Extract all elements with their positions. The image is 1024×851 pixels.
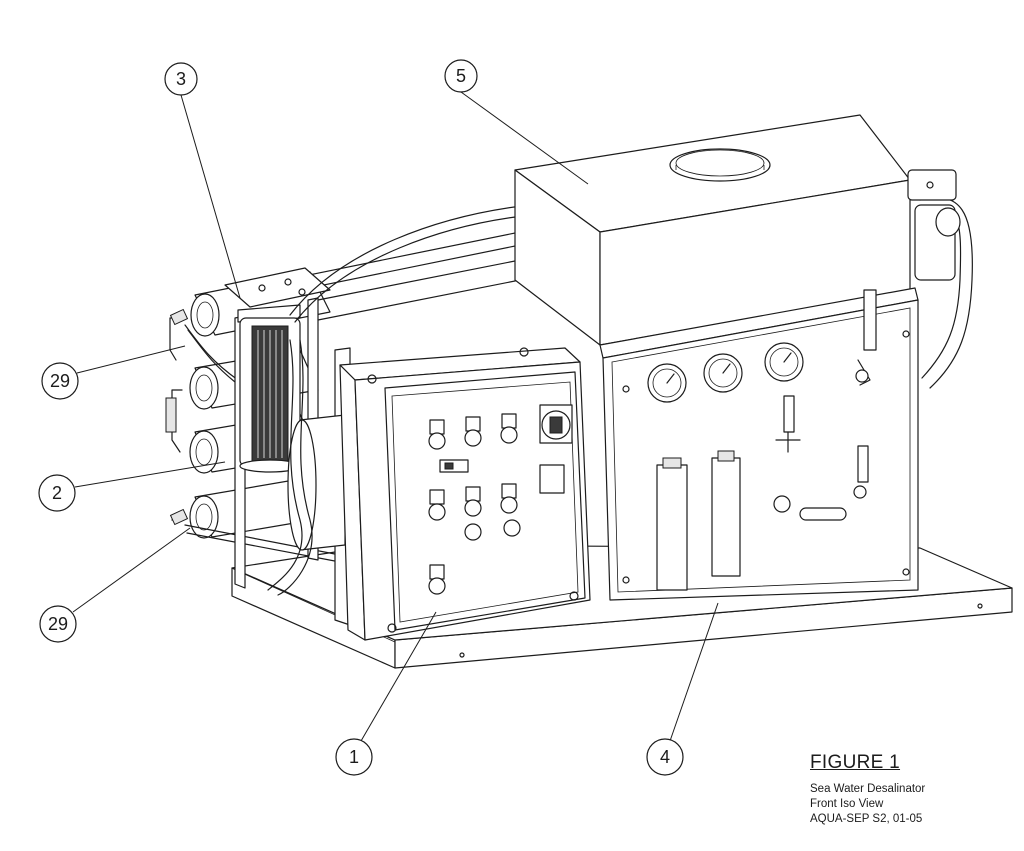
pump-motor	[287, 414, 346, 551]
selector-switch-row-2	[428, 483, 518, 521]
callout-3: 3	[164, 62, 198, 96]
control-enclosure	[339, 347, 591, 641]
pushbuttons	[464, 519, 521, 541]
pressure-gauge-3	[764, 342, 804, 382]
callout-29-upper: 29	[41, 362, 79, 400]
pressure-gauge-1	[647, 363, 687, 403]
indicator-display	[439, 459, 565, 494]
svg-text:29: 29	[48, 614, 68, 634]
callout-4: 4	[646, 738, 684, 776]
valve-handle-2	[853, 445, 869, 499]
flow-meter-2	[711, 450, 741, 577]
svg-text:3: 3	[176, 69, 186, 89]
callout-5: 5	[444, 59, 478, 93]
svg-text:2: 2	[52, 483, 62, 503]
flow-meter-1	[656, 457, 688, 591]
selector-switch-row-3	[428, 564, 446, 595]
svg-text:5: 5	[456, 66, 466, 86]
main-disconnect-switch	[539, 404, 573, 444]
selector-switch-row-1	[428, 413, 518, 450]
caption-line-2: Front Iso View	[810, 798, 884, 810]
callout-1: 1	[335, 738, 373, 776]
pre-filter-housing	[224, 267, 331, 473]
valve-handle-3	[855, 289, 877, 386]
callout-2: 2	[38, 474, 76, 512]
callout-29-lower: 29	[39, 605, 77, 643]
pressure-gauge-2	[703, 353, 743, 393]
svg-text:29: 29	[50, 371, 70, 391]
callout-leaders	[72, 91, 719, 742]
bypass-valve	[773, 495, 847, 521]
svg-text:1: 1	[349, 747, 359, 767]
valve-handle-1	[775, 395, 801, 453]
figure-caption: FIGURE 1 Sea Water Desalinator Front Iso…	[810, 752, 1010, 827]
gauge-panel	[599, 287, 919, 601]
rear-filters	[907, 169, 961, 281]
caption-line-1: Sea Water Desalinator	[810, 783, 926, 795]
figure-title: FIGURE 1	[810, 752, 901, 773]
caption-line-3: AQUA-SEP S2, 01-05	[810, 813, 923, 825]
svg-text:4: 4	[660, 747, 670, 767]
